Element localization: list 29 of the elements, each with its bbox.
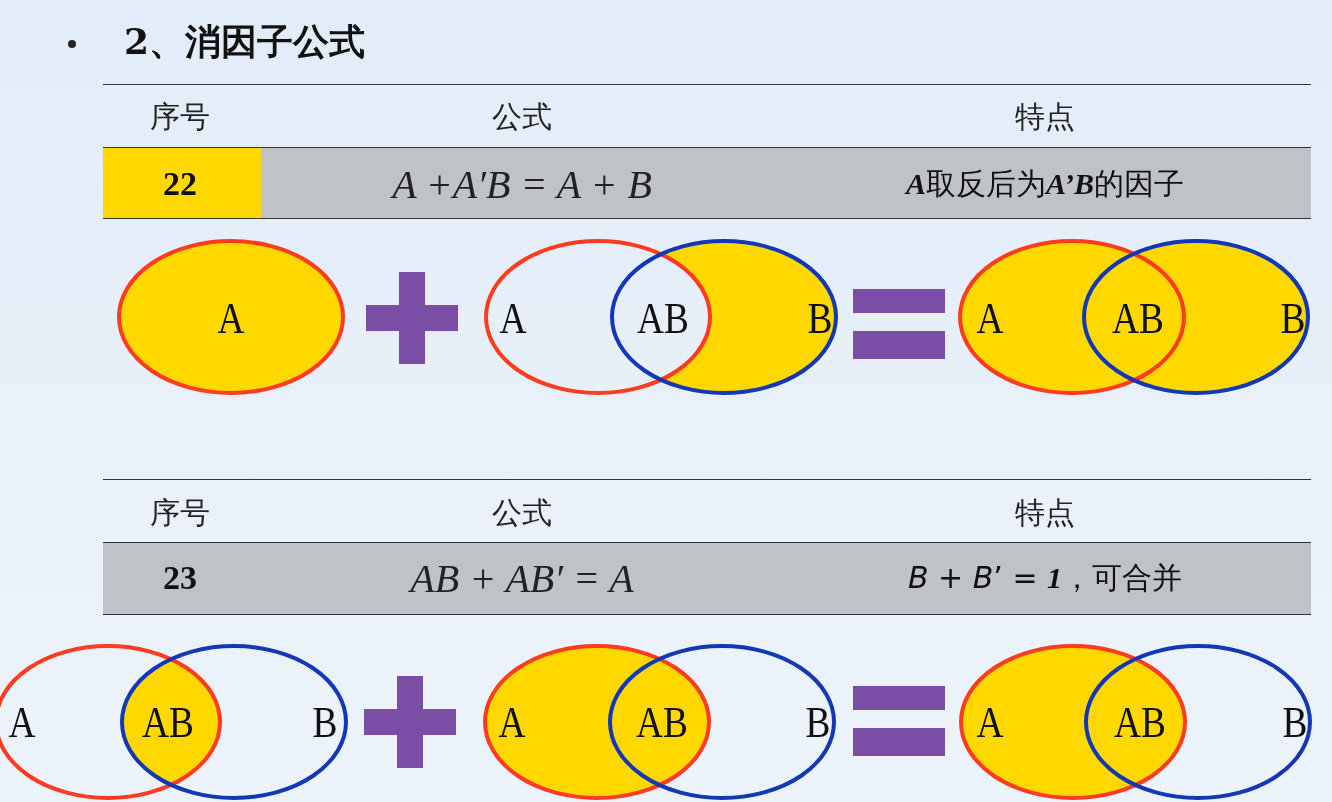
set-label: AB [142,696,194,748]
set-label: A [8,696,36,748]
column-header: 序号 [150,493,210,532]
feature-text: B + B’ = 1，可合并 [907,558,1183,597]
column-header: 公式 [492,493,552,532]
title: 2、消因子公式 [124,19,366,64]
formula-text: A +A′B = A + B [392,160,652,208]
set-label: A [976,292,1004,344]
set-label: B [1282,696,1308,748]
set-label: B [807,292,833,344]
set-label: B [1280,292,1306,344]
column-header: 序号 [150,97,210,136]
set-label: AB [637,292,689,344]
set-label: A [499,292,527,344]
row-number: 23 [163,559,197,597]
set-label: A [217,292,245,344]
set-label: AB [636,696,688,748]
column-header: 特点 [1015,97,1075,136]
set-label: AB [1112,292,1164,344]
set-label: AB [1114,696,1166,748]
feature-text: A取反后为A’B的因子 [906,164,1184,203]
set-label: A [976,696,1004,748]
column-header: 特点 [1015,493,1075,532]
column-header: 公式 [492,97,552,136]
set-label: B [312,696,338,748]
set-label: B [805,696,831,748]
set-label: A [498,696,526,748]
row-number: 22 [163,165,197,203]
formula-text: AB + AB′ = A [410,554,634,602]
